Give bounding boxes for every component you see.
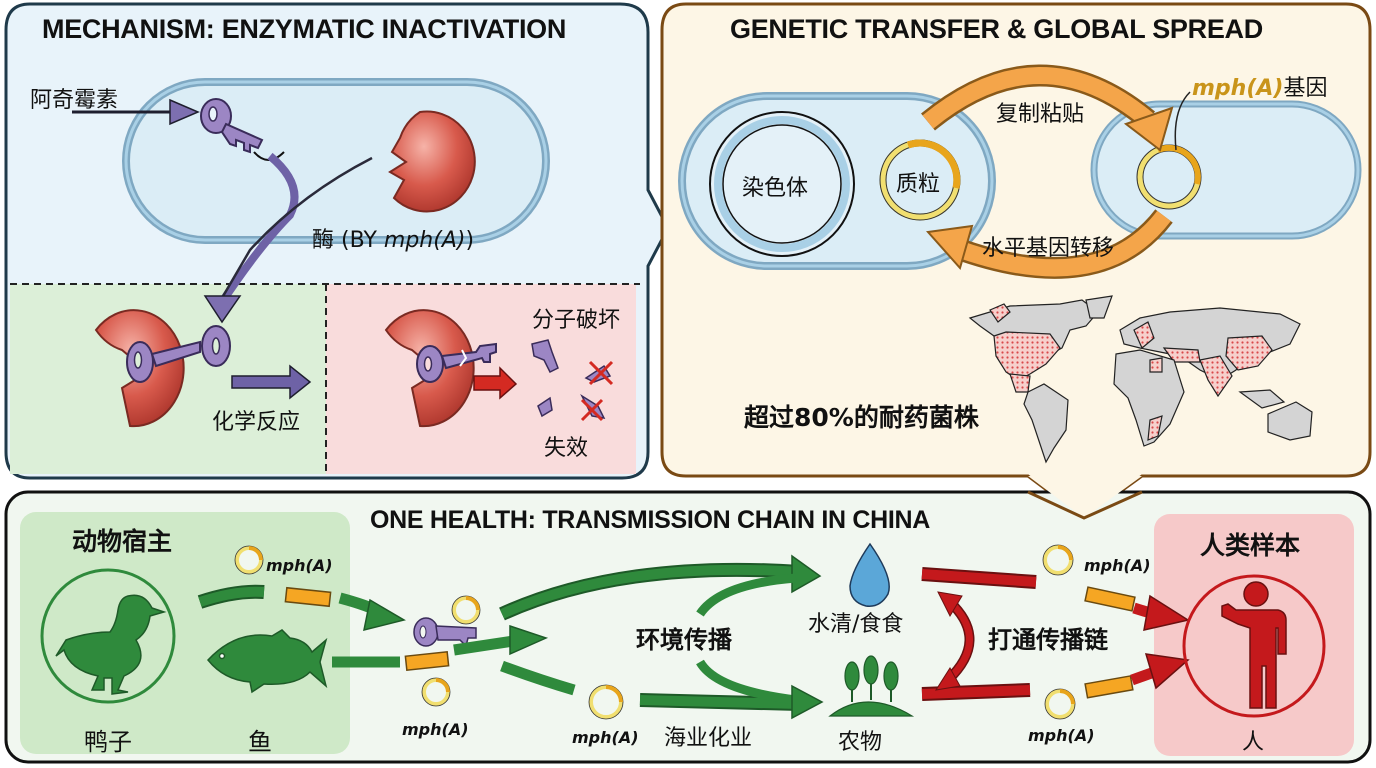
inactive-label: 失效 [544,436,589,461]
one-health-panel [4,476,1372,764]
enzyme-broken-key-icon [384,309,497,428]
plasmid-ring-icons [234,544,1076,720]
gene-label-suffix: 基因 [1283,76,1328,101]
duck-icon [55,594,167,695]
duck-label: 鸭子 [84,728,132,756]
antibiotic-label: 阿奇霉素 [30,88,119,113]
fish-icon [207,629,328,694]
mechanism-title: MECHANISM: ENZYMATIC INACTIVATION [42,14,567,44]
person-icon [1221,581,1287,709]
human-sample-title: 人类样本 [1200,531,1301,560]
enzyme-key-bound-icon [94,309,231,428]
enzyme-label: 酶 (BY mph(A)) [312,222,474,254]
genetic-panel [660,2,1372,520]
world-map [968,295,1313,464]
hgt-label: 水平基因转移 [982,236,1115,261]
water-food-label: 水清/食食 [808,612,904,637]
antibiotic-key-icon [200,98,264,154]
gene-tag-aquaculture: mph(A) [572,728,639,747]
one-health-title: ONE HEALTH: TRANSMISSION CHAIN IN CHINA [370,506,931,534]
plasmid-label: 质粒 [896,172,941,197]
enzyme-label-gene: mph(A) [383,228,466,253]
chromosome-label: 染色体 [742,176,809,201]
env-spread-label: 环境传播 [636,626,732,654]
crops-label: 农物 [838,730,883,755]
link-chain-label: 打通传播链 [988,626,1108,654]
enzyme-icon [388,110,476,213]
key-plasmid-icon [413,617,477,648]
gene-tag-human-bottom: mph(A) [1028,726,1095,745]
genetic-title: GENETIC TRANSFER & GLOBAL SPREAD [730,14,1263,44]
gene-tag-human-top: mph(A) [1084,556,1151,575]
human-label: 人 [1242,730,1265,755]
gene-label-gene: mph(A) [1192,76,1284,101]
water-drop-icon [849,542,890,607]
reaction-label: 化学反应 [212,410,301,435]
crops-icon [828,655,915,717]
molecule-fragments-icon [531,339,614,422]
enzyme-label-suffix: ) [465,228,475,253]
copy-paste-label: 复制粘贴 [996,102,1085,127]
gene-label: mph(A)基因 [1192,70,1328,102]
gene-tag-duck: mph(A) [266,556,333,575]
resistance-stat-label: 超过80%的耐药菌株 [744,403,979,432]
animal-host-title: 动物宿主 [72,527,173,556]
aquaculture-label: 海业化业 [664,726,753,751]
destruction-label: 分子破坏 [532,308,621,333]
fish-label: 鱼 [248,728,272,756]
enzyme-label-prefix: 酶 (BY [312,228,384,253]
mechanism-panel [4,2,670,480]
gene-tag-center: mph(A) [402,720,469,739]
